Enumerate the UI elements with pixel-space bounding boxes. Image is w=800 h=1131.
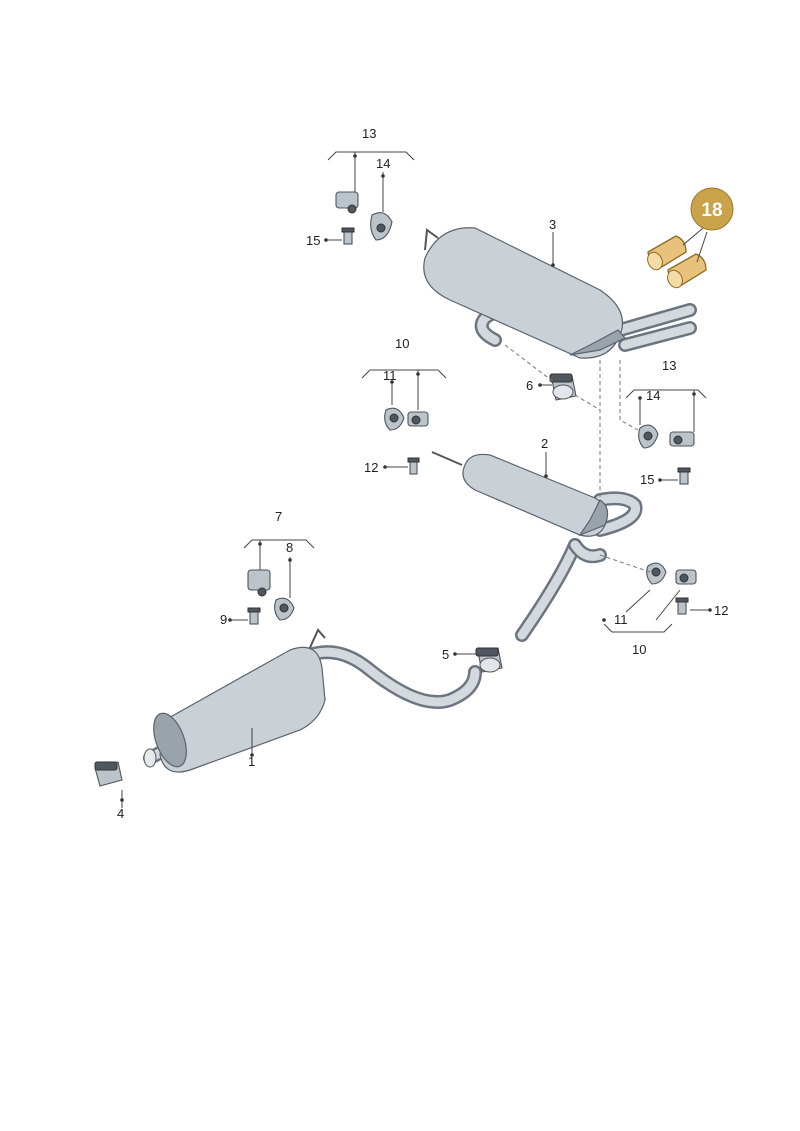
clamp-4 (94, 761, 123, 787)
leader-lines (121, 151, 710, 808)
mount-group-13-top (335, 191, 393, 245)
label-14-top: 14 (376, 156, 390, 171)
label-5: 5 (442, 647, 449, 662)
label-11-lower: 11 (614, 612, 628, 627)
label-2: 2 (541, 436, 548, 451)
assembly-lines (504, 344, 651, 573)
callout-labels: 13 14 15 3 10 11 12 2 6 13 14 15 7 8 9 5… (117, 126, 728, 821)
label-10-upper: 10 (395, 336, 409, 351)
label-4: 4 (117, 806, 124, 821)
label-13-right: 13 (662, 358, 676, 373)
highlight-badge-18[interactable]: 18 (690, 187, 734, 231)
label-15-top: 15 (306, 233, 320, 248)
label-6: 6 (526, 378, 533, 393)
leader-dots (120, 154, 712, 802)
center-muffler (462, 453, 609, 564)
label-15-right: 15 (640, 472, 654, 487)
clamp-6 (549, 373, 577, 401)
front-muffler (143, 646, 326, 773)
label-9: 9 (220, 612, 227, 627)
label-12-lower: 12 (714, 603, 728, 618)
highlight-badge-label: 18 (701, 200, 722, 221)
label-3: 3 (549, 217, 556, 232)
label-13-top: 13 (362, 126, 376, 141)
label-1: 1 (248, 754, 255, 769)
exhaust-tips-18[interactable] (645, 235, 707, 290)
label-14-right: 14 (646, 388, 660, 403)
mount-group-10-upper (384, 407, 429, 475)
label-12-upper: 12 (364, 460, 378, 475)
mount-group-10-lower (646, 562, 697, 615)
rear-muffler (423, 227, 626, 359)
label-8: 8 (286, 540, 293, 555)
clamp-5 (475, 647, 503, 673)
mount-group-13-right (638, 424, 695, 485)
label-7: 7 (275, 509, 282, 524)
label-10-lower: 10 (632, 642, 646, 657)
label-11-upper: 11 (383, 368, 397, 383)
mount-group-7 (247, 569, 295, 625)
